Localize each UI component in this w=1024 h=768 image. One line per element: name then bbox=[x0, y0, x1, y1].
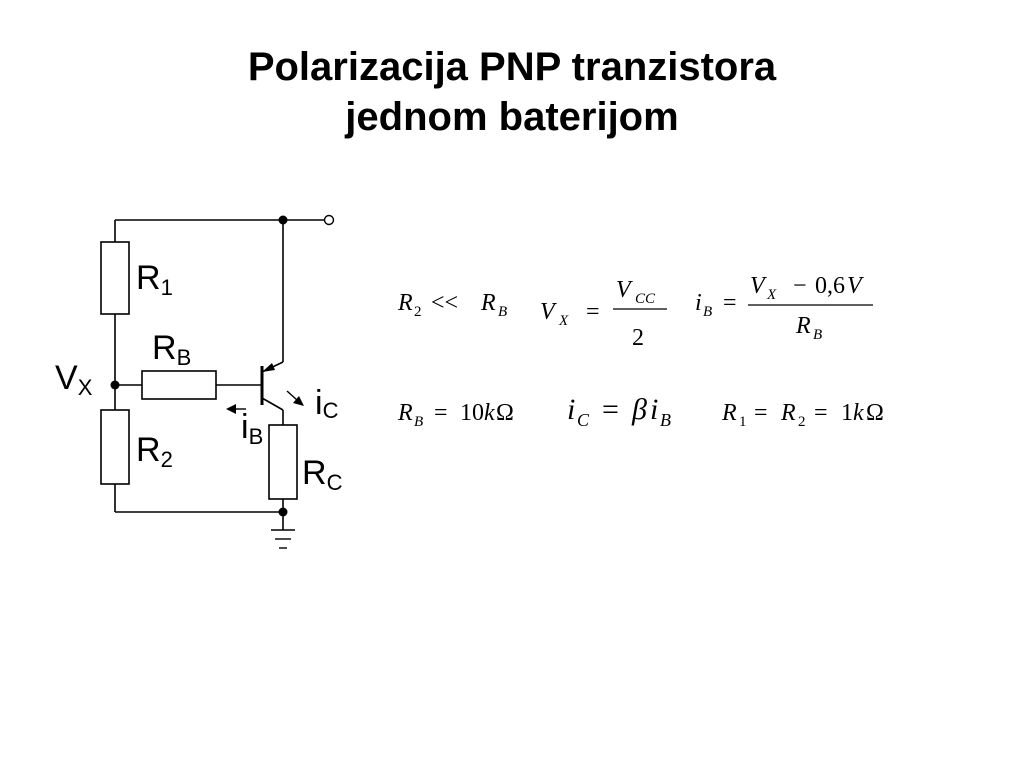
equation-vx: V X = V CC 2 bbox=[540, 277, 667, 351]
vx-junction-dot bbox=[110, 380, 120, 390]
svg-text:V: V bbox=[616, 277, 633, 303]
svg-text:2: 2 bbox=[632, 325, 644, 351]
title-line-1: Polarizacija PNP tranzistora bbox=[247, 45, 777, 89]
svg-text:1: 1 bbox=[841, 400, 853, 426]
svg-text:=: = bbox=[754, 400, 768, 426]
ib-arrow-icon bbox=[226, 404, 246, 414]
title-line-2: jednom baterijom bbox=[345, 95, 679, 139]
svg-text:B: B bbox=[414, 414, 423, 430]
svg-text:2: 2 bbox=[414, 304, 422, 320]
svg-text:<<: << bbox=[431, 290, 458, 316]
resistor-rc bbox=[268, 424, 298, 500]
svg-text:=: = bbox=[586, 299, 600, 325]
svg-text:=: = bbox=[723, 290, 737, 316]
svg-text:V: V bbox=[847, 273, 864, 299]
pnp-emitter-arrow bbox=[262, 363, 275, 372]
svg-text:i: i bbox=[650, 393, 658, 426]
equation-rb-value: R B = 10 k Ω bbox=[397, 400, 514, 430]
label-ib: iB bbox=[241, 408, 263, 449]
svg-text:V: V bbox=[540, 299, 557, 325]
svg-text:R: R bbox=[397, 400, 413, 426]
equation-ib: i B = V X − 0,6 V R B bbox=[695, 273, 873, 343]
ground-icon bbox=[271, 529, 295, 549]
equation-r1-r2-value: R 1 = R 2 = 1 k Ω bbox=[721, 400, 884, 430]
svg-text:=: = bbox=[814, 400, 828, 426]
svg-text:Ω: Ω bbox=[866, 400, 884, 426]
label-vx: VX bbox=[55, 359, 93, 400]
equation-ic-beta: i C = β i B bbox=[567, 393, 671, 430]
label-rb: RB bbox=[152, 329, 191, 370]
svg-text:=: = bbox=[602, 393, 619, 426]
svg-text:i: i bbox=[695, 290, 702, 316]
svg-text:=: = bbox=[434, 400, 448, 426]
svg-text:k: k bbox=[853, 400, 864, 426]
svg-text:10: 10 bbox=[460, 400, 484, 426]
ic-arrow-icon bbox=[286, 390, 304, 406]
svg-text:B: B bbox=[498, 304, 507, 320]
svg-text:B: B bbox=[813, 327, 822, 343]
svg-text:B: B bbox=[660, 410, 671, 430]
svg-text:i: i bbox=[567, 393, 575, 426]
svg-text:B: B bbox=[703, 304, 712, 320]
equation-r2-much-less-rb: R 2 << R B bbox=[397, 290, 507, 320]
svg-text:CC: CC bbox=[635, 291, 656, 307]
label-r1: R1 bbox=[136, 259, 173, 300]
svg-text:−: − bbox=[793, 273, 807, 299]
supply-terminal bbox=[323, 214, 335, 226]
svg-text:R: R bbox=[780, 400, 796, 426]
svg-text:Ω: Ω bbox=[496, 400, 514, 426]
svg-text:R: R bbox=[795, 313, 811, 339]
svg-text:1: 1 bbox=[739, 414, 747, 430]
svg-text:X: X bbox=[558, 313, 569, 329]
svg-text:β: β bbox=[631, 393, 647, 426]
resistor-r2 bbox=[100, 409, 130, 485]
label-rc: RC bbox=[302, 454, 343, 495]
top-junction-dot bbox=[278, 215, 288, 225]
svg-text:R: R bbox=[397, 290, 413, 316]
collector-lead bbox=[261, 397, 284, 411]
label-r2: R2 bbox=[136, 431, 173, 472]
svg-text:R: R bbox=[480, 290, 496, 316]
bottom-junction-dot bbox=[278, 507, 288, 517]
svg-text:V: V bbox=[750, 273, 767, 299]
resistor-r1 bbox=[100, 241, 130, 315]
svg-text:C: C bbox=[577, 410, 590, 430]
svg-text:R: R bbox=[721, 400, 737, 426]
slide-title: Polarizacija PNP tranzistora jednom bate… bbox=[0, 42, 1024, 142]
svg-text:2: 2 bbox=[798, 414, 806, 430]
svg-text:0,6: 0,6 bbox=[815, 273, 845, 299]
resistor-rb bbox=[141, 370, 217, 400]
label-ic: iC bbox=[315, 384, 339, 423]
svg-text:X: X bbox=[766, 287, 777, 303]
svg-text:k: k bbox=[484, 400, 495, 426]
